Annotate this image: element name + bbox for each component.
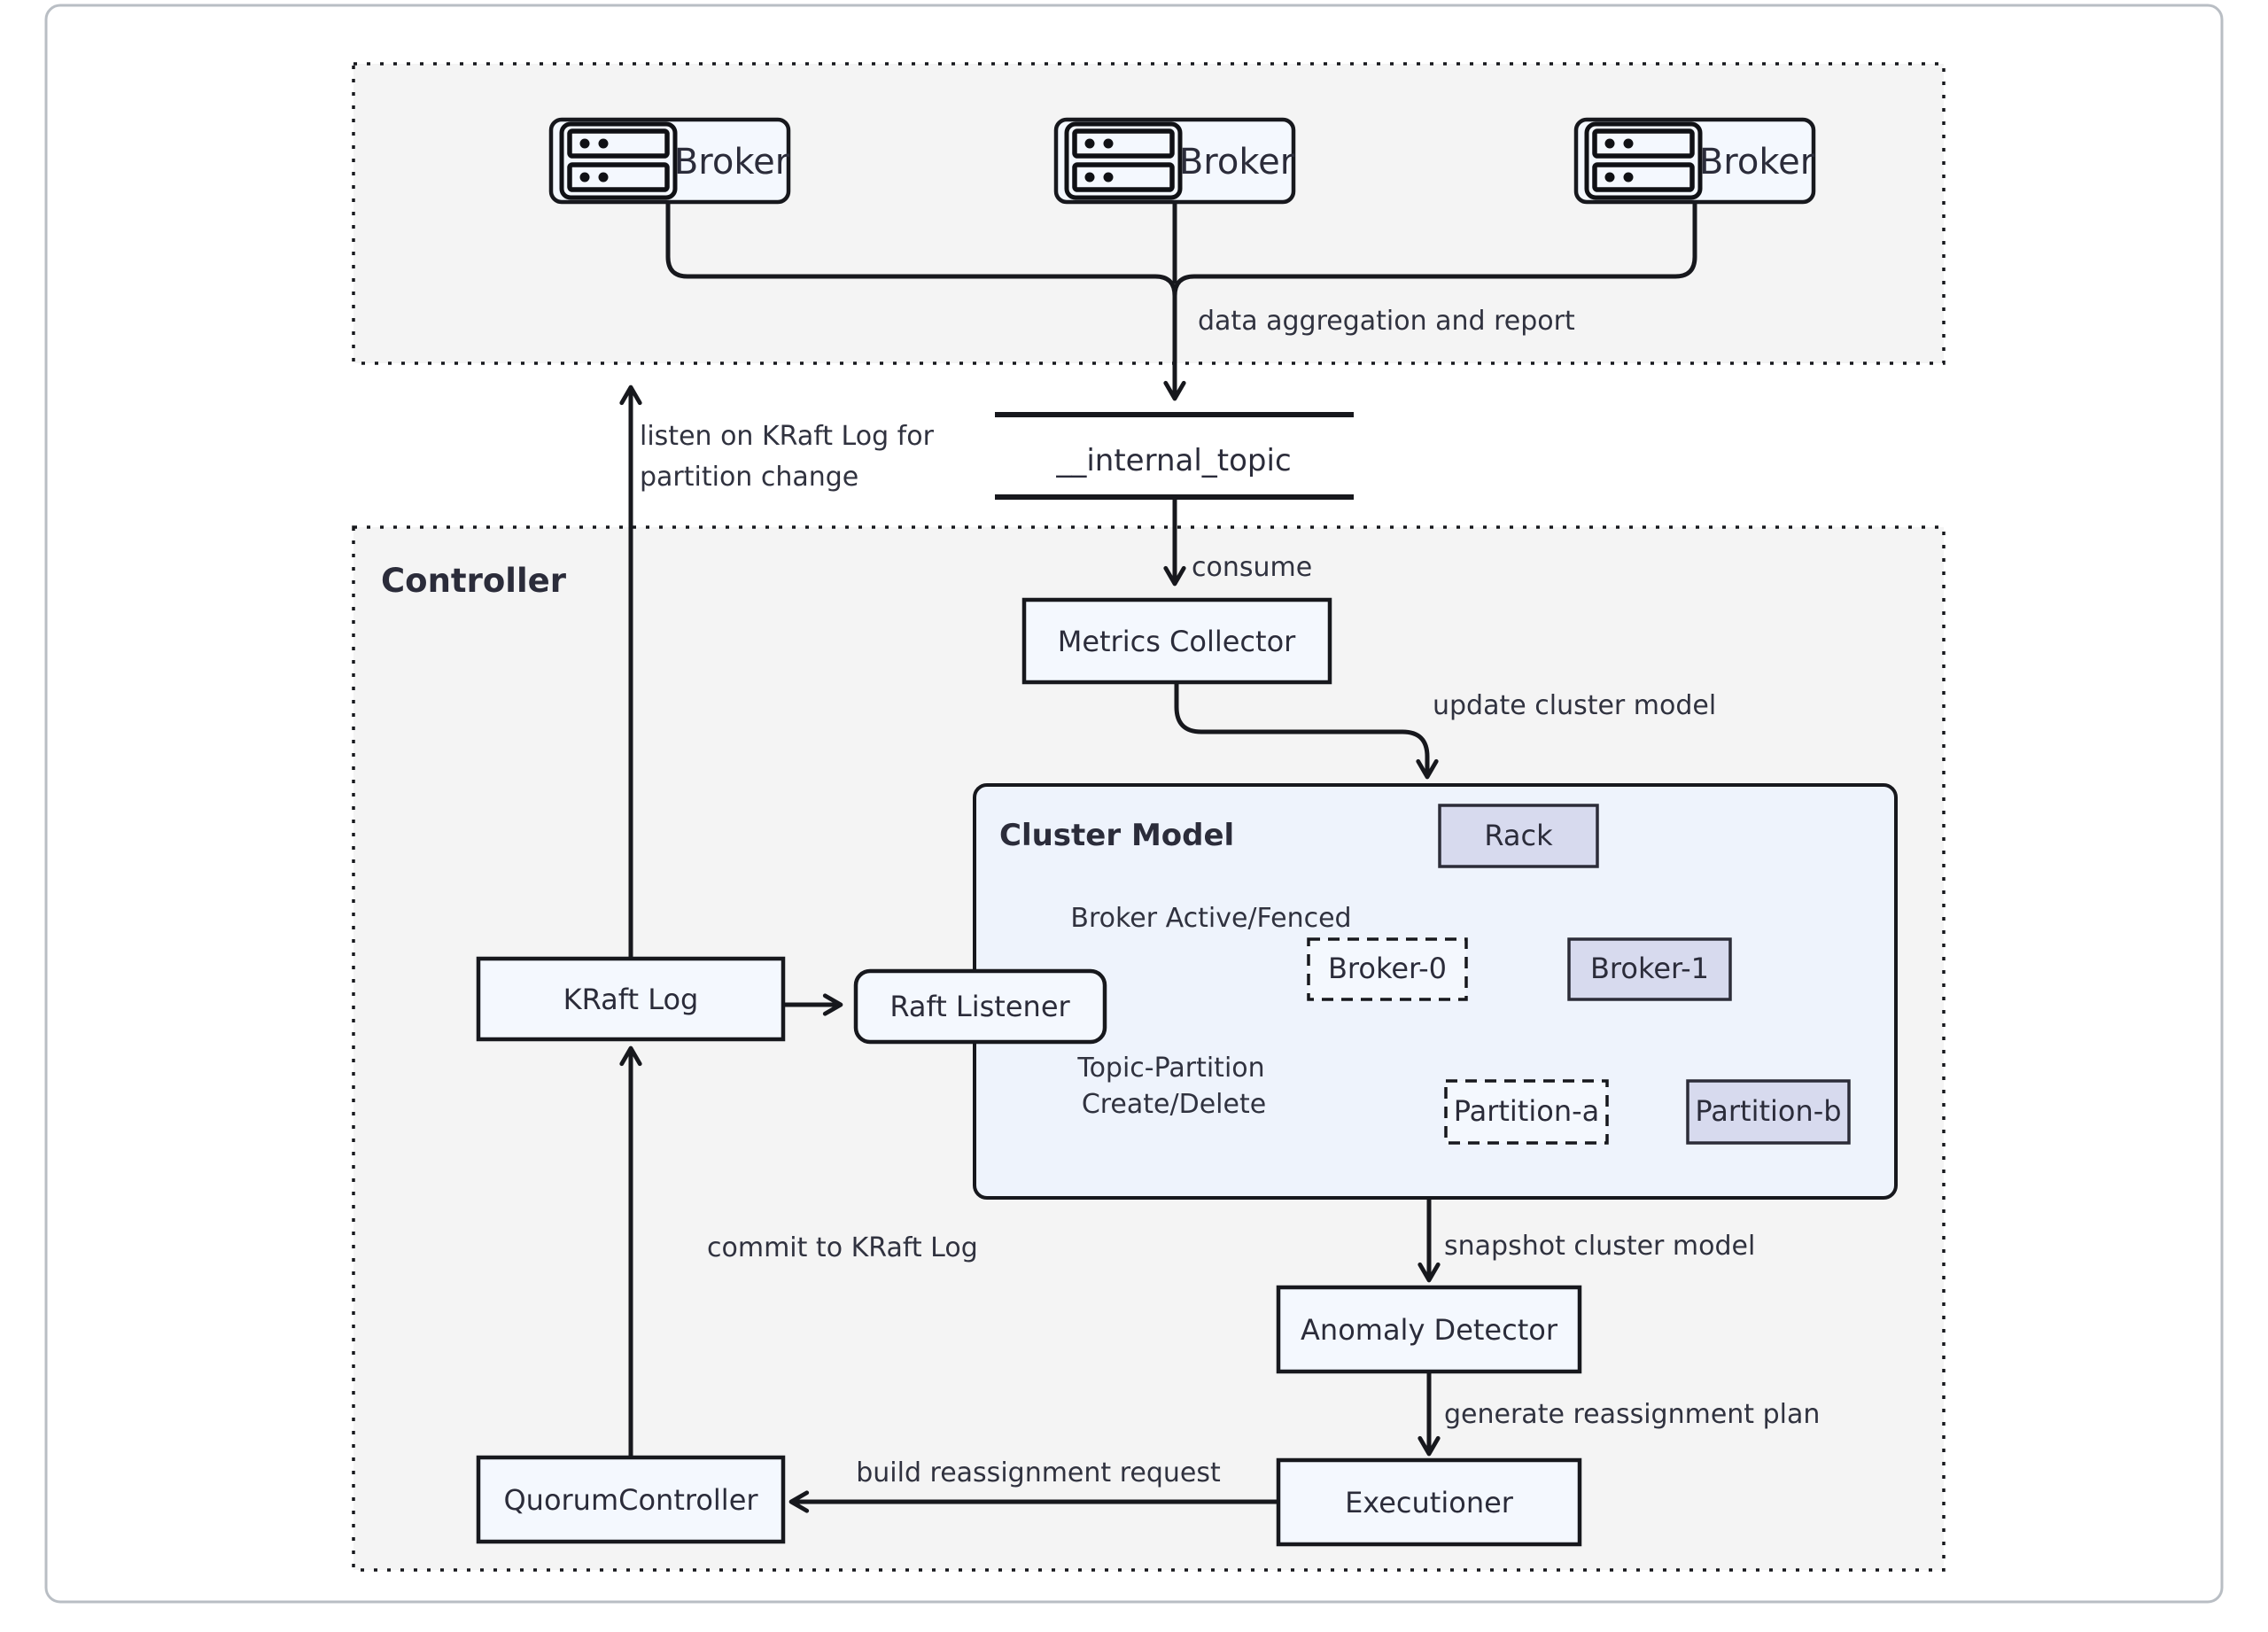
raft-listener-label: Raft Listener xyxy=(889,990,1070,1023)
label-snapshot: snapshot cluster model xyxy=(1444,1231,1755,1262)
broker-0-label: Broker-0 xyxy=(1328,952,1447,985)
label-update-cluster-model: update cluster model xyxy=(1433,690,1716,721)
label-listen-line2: partition change xyxy=(640,462,858,493)
node-partition-b xyxy=(1686,1079,1851,1145)
server-icon xyxy=(1064,121,1183,200)
label-commit: commit to KRaft Log xyxy=(707,1232,978,1263)
edge-labels: data aggregation and report consume upda… xyxy=(640,306,1820,1488)
metrics-collector-label: Metrics Collector xyxy=(1058,625,1296,658)
broker-a-label: Broker xyxy=(674,142,790,183)
broker-1-label: Broker-1 xyxy=(1590,952,1709,985)
label-consume: consume xyxy=(1192,552,1312,583)
node-broker-0 xyxy=(1307,937,1468,1001)
label-generate-plan: generate reassignment plan xyxy=(1444,1399,1820,1430)
node-anomaly-detector xyxy=(1276,1285,1582,1374)
executioner-label: Executioner xyxy=(1345,1486,1514,1519)
node-kraft-log xyxy=(476,956,786,1042)
node-internal-topic: __internal_topic xyxy=(995,412,1354,500)
rack-label: Rack xyxy=(1484,819,1553,852)
broker-b-label: Broker xyxy=(1179,142,1295,183)
node-rack xyxy=(1438,804,1599,868)
anomaly-detector-label: Anomaly Detector xyxy=(1301,1313,1558,1347)
label-topic-partition-line1: Topic-Partition xyxy=(1076,1053,1264,1084)
edge-metrics-to-cluster xyxy=(1174,680,1439,780)
cluster-model-title: Cluster Model xyxy=(999,818,1234,853)
kraft-log-label: KRaft Log xyxy=(563,983,699,1016)
label-listen-line1: listen on KRaft Log for xyxy=(640,421,935,452)
server-icon xyxy=(559,121,678,200)
node-metrics-collector xyxy=(1021,597,1332,685)
node-quorum-controller xyxy=(476,1455,786,1544)
controller-title: Controller xyxy=(381,562,567,600)
node-raft-listener xyxy=(853,968,1107,1045)
quorum-controller-label: QuorumController xyxy=(503,1483,758,1517)
label-build-request: build reassignment request xyxy=(856,1457,1221,1488)
label-data-aggregation: data aggregation and report xyxy=(1198,306,1575,337)
node-broker-b: Broker xyxy=(1053,117,1296,205)
label-broker-active-fenced: Broker Active/Fenced xyxy=(1070,903,1351,934)
label-topic-partition-line2: Create/Delete xyxy=(1082,1089,1266,1120)
brokers-subgraph-box xyxy=(352,62,1946,365)
node-executioner xyxy=(1276,1457,1582,1547)
server-icon xyxy=(1584,121,1703,200)
cluster-model-subgraph: Cluster Model Rack Broker-0 Broker-1 Par… xyxy=(973,783,1898,1200)
partition-a-label: Partition-a xyxy=(1454,1094,1600,1128)
broker-c-label: Broker xyxy=(1699,142,1815,183)
edge-broker3-to-topic xyxy=(1172,199,1697,299)
node-partition-a xyxy=(1444,1079,1609,1145)
node-broker-1 xyxy=(1567,937,1732,1001)
node-broker-a: Broker xyxy=(548,117,791,205)
node-broker-c: Broker xyxy=(1573,117,1816,205)
broker-nodes: Broker Broker Broker xyxy=(548,117,1816,205)
internal-topic-label: __internal_topic xyxy=(1055,443,1291,478)
partition-b-label: Partition-b xyxy=(1695,1094,1841,1128)
